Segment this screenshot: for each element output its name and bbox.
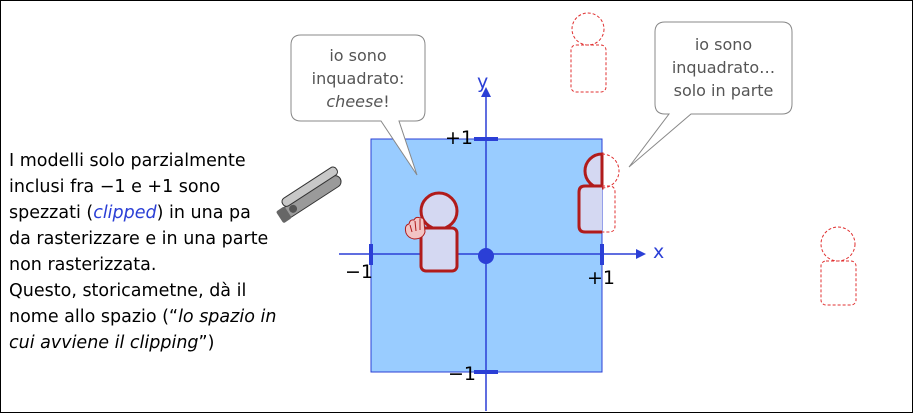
body-line-3: spezzati (clipped) in una pa xyxy=(9,203,251,223)
body-line-8: cui avviene il clipping”) xyxy=(9,333,215,353)
bubble-right-text: io sono inquadrato… solo in parte xyxy=(671,35,776,100)
y-pos-tick-label: +1 xyxy=(445,127,474,149)
x-neg-tick-label: −1 xyxy=(345,261,374,283)
bubble-left-text: io sono inquadrato: cheese! xyxy=(311,46,405,111)
speech-bubble-right xyxy=(628,21,793,168)
y-axis-label: y xyxy=(477,71,489,93)
y-neg-tick-label: −1 xyxy=(448,363,477,385)
origin-dot xyxy=(478,248,494,264)
nail-clipper-icon xyxy=(276,166,342,223)
figure-partial-outside xyxy=(601,153,620,233)
x-pos-tick-label: +1 xyxy=(587,267,616,289)
body-line-5: non rasterizzata. xyxy=(9,255,157,275)
body-line-1: I modelli solo parzialmente xyxy=(9,151,246,171)
clipped-term: clipped xyxy=(93,203,157,223)
speech-bubble-left xyxy=(290,34,426,176)
figure-outside-right xyxy=(820,226,857,306)
figure-outside-top xyxy=(570,12,607,93)
body-line-2: inclusi fra −1 e +1 sono xyxy=(9,177,221,197)
body-line-7: nome allo spazio (“lo spazio in xyxy=(9,307,277,327)
figure-partial-inside xyxy=(577,152,604,234)
figure-inside xyxy=(419,191,459,273)
waving-hand-icon xyxy=(404,216,426,240)
x-axis-label: x xyxy=(653,241,665,263)
body-text: I modelli solo parzialmente inclusi fra … xyxy=(9,148,324,356)
body-line-4: da rasterizzare e in una parte xyxy=(9,229,269,249)
body-line-6: Questo, storicametne, dà il xyxy=(9,281,247,301)
